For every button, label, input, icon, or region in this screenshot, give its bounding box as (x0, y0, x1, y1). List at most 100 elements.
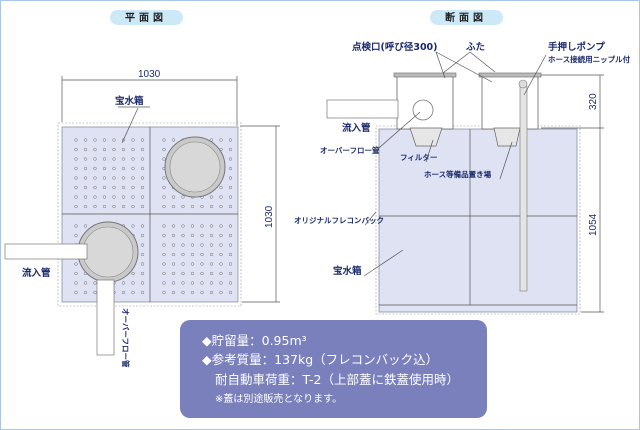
drain-hole (171, 195, 176, 199)
drain-hole (83, 204, 88, 209)
drain-hole (140, 224, 145, 228)
drain-hole (93, 195, 97, 199)
drain-hole (74, 176, 78, 180)
drain-hole (209, 243, 214, 247)
drain-hole (131, 138, 135, 142)
drain-hole (162, 290, 166, 295)
drain-hole (131, 224, 135, 228)
drain-hole (181, 195, 185, 199)
drain-hole (162, 233, 166, 238)
drain-hole (74, 195, 78, 199)
drain-hole (140, 290, 145, 295)
drain-hole (131, 147, 135, 152)
drain-hole (74, 166, 78, 171)
section-view: 320 1054 点検口(呼び径300) ふた 手押しポンプ ホース接続用ニップ… (294, 41, 631, 315)
drain-hole (112, 138, 116, 142)
drain-hole (93, 185, 97, 190)
drain-hole (83, 176, 88, 180)
drain-hole (219, 224, 223, 228)
inspection-port-right (481, 75, 539, 130)
drain-hole (83, 281, 88, 285)
drain-hole (200, 204, 204, 209)
section-inflow-pipe (326, 99, 399, 119)
drain-hole (93, 147, 97, 152)
drain-hole (140, 271, 145, 276)
drain-hole (200, 262, 204, 266)
drain-hole (181, 252, 185, 257)
drain-hole (112, 147, 116, 152)
drain-hole (162, 147, 166, 152)
drain-hole (228, 185, 233, 190)
drain-hole (140, 204, 145, 209)
drain-hole (181, 243, 185, 247)
drain-hole (171, 290, 176, 295)
drain-hole (102, 138, 107, 142)
drain-hole (131, 166, 135, 171)
drain-hole (83, 195, 88, 199)
drain-hole (121, 281, 126, 285)
drain-hole (112, 166, 116, 171)
drain-hole (102, 166, 107, 171)
drain-hole (121, 147, 126, 152)
drain-hole (200, 271, 204, 276)
drain-hole (121, 176, 126, 180)
plan-inflow-pipe (4, 243, 88, 260)
drain-hole (228, 243, 233, 247)
drain-hole (228, 281, 233, 285)
drain-hole (162, 252, 166, 257)
drain-hole (121, 195, 126, 199)
lid-label: ふた (466, 42, 485, 53)
section-tank (378, 128, 578, 313)
drain-hole (162, 243, 166, 247)
drain-hole (228, 252, 233, 257)
drain-hole (140, 243, 145, 247)
filter-left (409, 127, 443, 147)
drain-hole (131, 195, 135, 199)
drain-hole (74, 138, 78, 142)
section-title: 断面図 (445, 11, 487, 24)
drain-hole (219, 195, 223, 199)
top-dimension: 320 (588, 93, 599, 110)
overflow-pipe-opening (412, 99, 434, 121)
drain-hole (171, 204, 176, 209)
pump-label: 手押しポンプ (548, 41, 605, 53)
drain-hole (74, 271, 78, 276)
drain-hole (228, 204, 233, 209)
plan-view: 1030 1030 宝水箱 流入管 オーバーフロー管 (4, 69, 280, 368)
drain-hole (131, 290, 135, 295)
drain-hole (93, 176, 97, 180)
drain-hole (162, 138, 166, 142)
filter-label: フィルター (400, 152, 437, 162)
drain-hole (102, 147, 107, 152)
drain-hole (162, 262, 166, 266)
drain-hole (228, 271, 233, 276)
drain-hole (190, 290, 195, 295)
drain-hole (83, 185, 88, 190)
drain-hole (93, 166, 97, 171)
drain-hole (190, 224, 195, 228)
drain-hole (228, 147, 233, 152)
drain-hole (181, 204, 185, 209)
drain-hole (140, 176, 145, 180)
drain-hole (93, 138, 97, 142)
drain-hole (74, 262, 78, 266)
drain-hole (200, 233, 204, 238)
drain-hole (93, 281, 97, 285)
drain-hole (140, 233, 145, 238)
drain-hole (131, 271, 135, 276)
drain-hole (93, 157, 97, 161)
drain-hole (74, 224, 78, 228)
drain-hole (171, 262, 176, 266)
drain-hole (190, 281, 195, 285)
drain-hole (181, 271, 185, 276)
drain-hole (209, 233, 214, 238)
drain-hole (190, 252, 195, 257)
drain-hole (162, 224, 166, 228)
drain-hole (162, 185, 166, 190)
drain-hole (140, 157, 145, 161)
drain-hole (190, 204, 195, 209)
drain-hole (190, 243, 195, 247)
drain-hole (140, 185, 145, 190)
lid-left (393, 72, 457, 78)
drain-hole (93, 290, 97, 295)
